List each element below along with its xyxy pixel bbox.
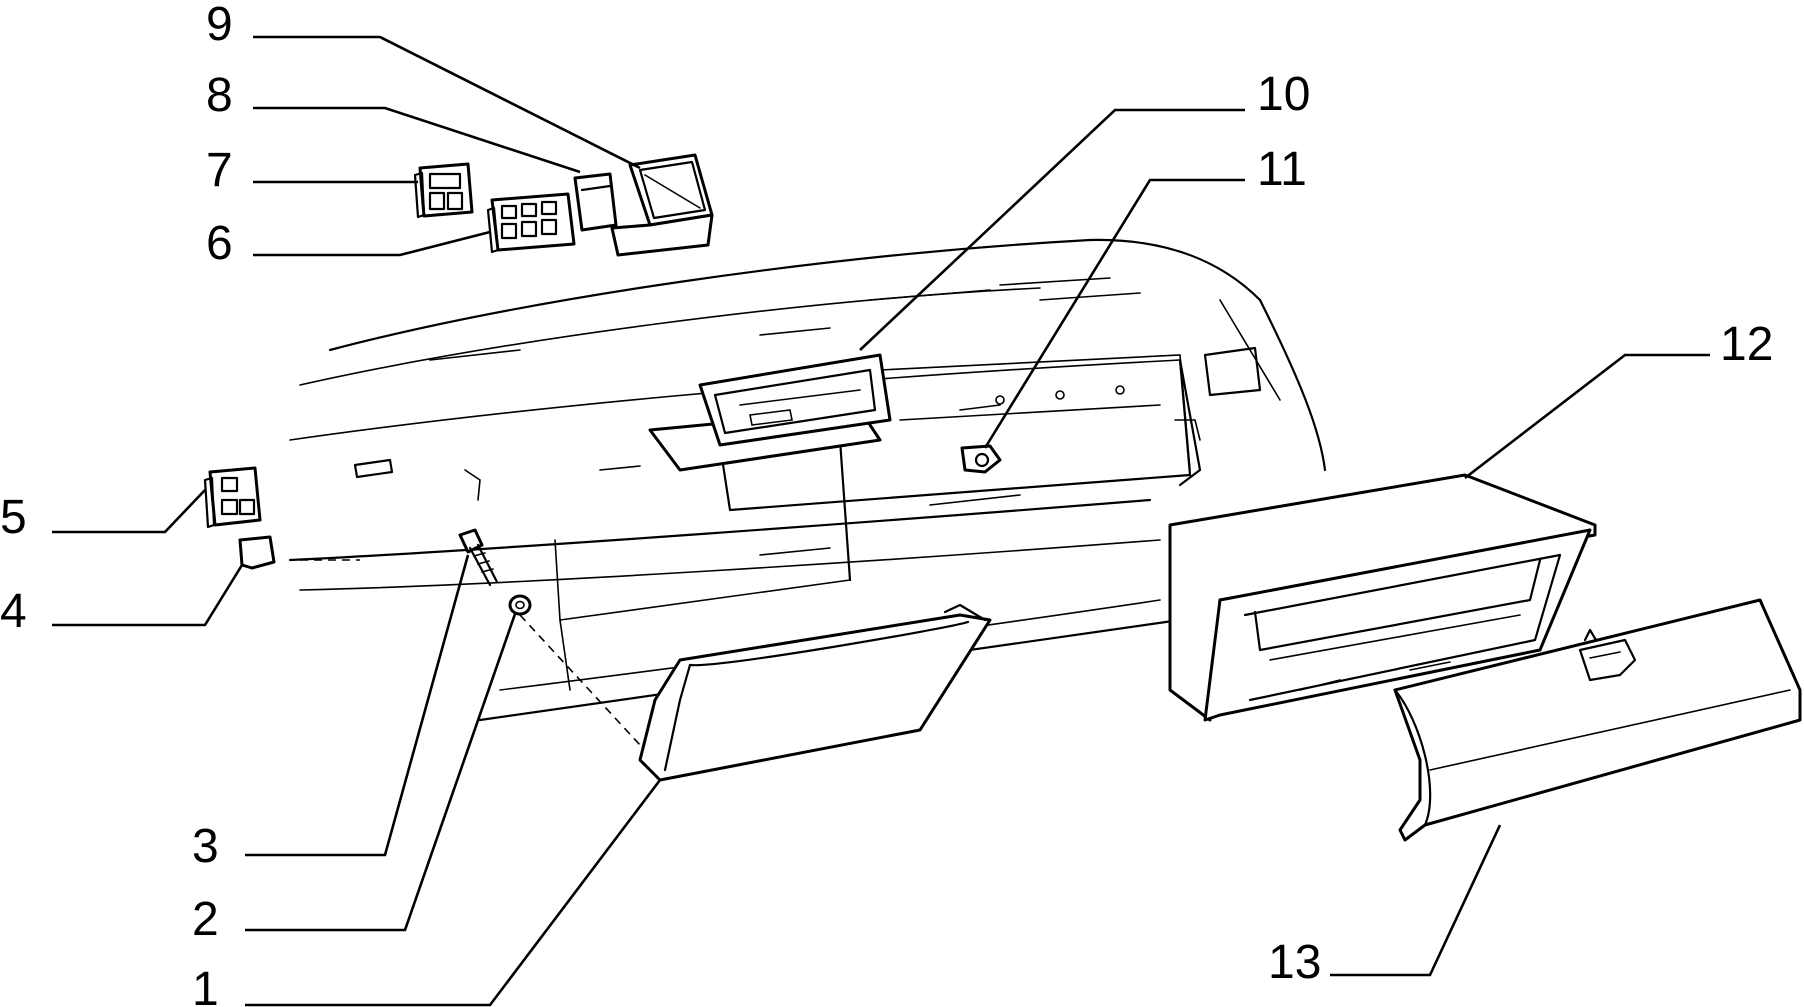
part-8-connector (573, 172, 618, 232)
part-11-clip (960, 444, 1002, 474)
leader-3 (245, 554, 470, 857)
leader-4 (52, 564, 244, 627)
callout-10: 10 (1257, 68, 1310, 121)
part-4-blank-cover (238, 535, 276, 570)
leader-lines (52, 35, 1710, 1007)
callout-13: 13 (1268, 936, 1321, 989)
part-10-center-trim (648, 353, 892, 472)
callout-1: 1 (192, 963, 219, 1007)
dashboard-panel (288, 238, 1327, 746)
callout-4: 4 (0, 585, 27, 638)
part-2-washer (508, 594, 532, 616)
leader-8 (253, 106, 581, 174)
part-9-housing (610, 153, 714, 257)
callout-3: 3 (192, 820, 219, 873)
leader-6 (253, 230, 491, 257)
part-6-switch-block (486, 192, 576, 254)
leader-11 (983, 178, 1245, 449)
callout-8: 8 (206, 69, 233, 122)
callout-11: 11 (1257, 143, 1307, 196)
callout-9: 9 (206, 0, 233, 51)
callout-2: 2 (192, 893, 219, 946)
leader-9 (253, 35, 641, 170)
part-5-switch (203, 466, 262, 529)
part-3-screw (458, 528, 499, 587)
leader-2 (245, 613, 517, 932)
leader-12 (1464, 353, 1710, 480)
callout-7: 7 (206, 144, 233, 197)
callout-12: 12 (1720, 318, 1773, 371)
callout-6: 6 (206, 217, 233, 270)
part-13-glovebox-door (1393, 598, 1802, 842)
part-7-switch (413, 162, 474, 219)
leader-5 (52, 489, 206, 534)
leader-13 (1330, 824, 1502, 977)
callout-5: 5 (0, 491, 27, 544)
leader-10 (859, 108, 1245, 351)
part-1-glovebox-lid (638, 603, 992, 782)
part-12-glovebox-tub (1168, 473, 1597, 722)
leader-1 (245, 779, 662, 1007)
